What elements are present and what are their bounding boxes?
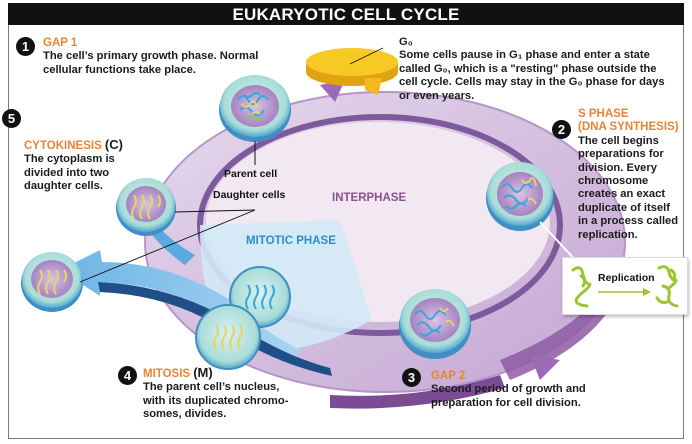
step-title: S PHASE	[578, 108, 629, 120]
step-text-line: The cell’s primary growth phase. Normal	[43, 50, 259, 63]
replication-inset: Replication	[562, 257, 688, 315]
mitotic-phase-label: MITOTIC PHASE	[246, 235, 336, 247]
step-subtitle: (DNA SYNTHESIS)	[578, 121, 679, 134]
step-s-phase: S PHASE (DNA SYNTHESIS) The cell begins …	[578, 108, 679, 242]
step-title: GAP 2	[431, 370, 466, 382]
g0-title: G₀	[399, 36, 413, 48]
daughter-cell-2	[21, 252, 83, 312]
g0-text-line: called G₀, which is a "resting" phase ou…	[399, 62, 657, 75]
step-badge-1: 1	[16, 37, 35, 56]
cell-mitosis	[195, 266, 291, 370]
step-cytokinesis: CYTOKINESIS (C) The cytoplasm is divided…	[24, 138, 123, 194]
step-title: MITOSIS	[143, 368, 191, 380]
step-text-line: somes, divides.	[143, 408, 227, 421]
replication-label: Replication	[598, 272, 655, 284]
step-text-line: daughter cells.	[24, 180, 103, 193]
cycle-arrow-icon	[530, 355, 560, 380]
interphase-label: INTERPHASE	[332, 192, 407, 204]
g0-text-line: or even years.	[399, 89, 475, 102]
daughter-cells-label: Daughter cells	[213, 189, 286, 201]
step-abbrev: (M)	[193, 365, 213, 380]
diagram-title: EUKARYOTIC CELL CYCLE	[8, 3, 684, 25]
step-text-line: replication.	[578, 228, 638, 241]
step-text-line: creates an exact	[578, 188, 666, 201]
g0-text-line: cell cycle. Cells may stay in the G₀ pha…	[399, 76, 665, 89]
step-badge-5: 5	[2, 109, 21, 128]
parent-cell-label: Parent cell	[224, 168, 278, 180]
step-gap1: GAP 1 The cell’s primary growth phase. N…	[43, 37, 258, 77]
step-text-line: The cell begins	[578, 134, 659, 147]
step-badge-4: 4	[118, 366, 137, 385]
g0-description: G₀ Some cells pause in G₁ phase and ente…	[399, 36, 665, 103]
step-abbrev: (C)	[104, 137, 123, 152]
step-text-line: preparations for	[578, 148, 664, 161]
step-text-line: with its duplicated chromo-	[143, 394, 289, 407]
step-text-line: The parent cell’s nucleus,	[143, 381, 280, 394]
step-text-line: The cytoplasm is	[24, 153, 115, 166]
g0-text-line: Some cells pause in G₁ phase and enter a…	[399, 49, 650, 62]
cell-gap2	[399, 289, 471, 359]
step-badge-3: 3	[402, 368, 421, 387]
step-text-line: divided into two	[24, 166, 110, 179]
step-text-line: Second period of growth and	[431, 383, 586, 396]
step-title: GAP 1	[43, 37, 78, 49]
cell-gap1	[219, 75, 291, 142]
step-text-line: duplicate of itself	[578, 201, 670, 214]
step-text-line: in a process called	[578, 215, 679, 228]
daughter-cell-1	[116, 178, 176, 236]
cycle-arrow-icon	[320, 80, 345, 102]
cell-s-phase	[486, 162, 554, 231]
step-mitosis: MITOSIS (M) The parent cell’s nucleus, w…	[143, 366, 288, 422]
step-title: CYTOKINESIS	[24, 140, 102, 152]
step-text-line: chromosome	[578, 175, 649, 188]
step-badge-2: 2	[552, 120, 571, 139]
step-text-line: division. Every	[578, 161, 657, 174]
replication-illustration	[571, 265, 679, 308]
step-text-line: cellular functions take place.	[43, 63, 196, 76]
dna-strand-icon	[571, 266, 592, 308]
step-text-line: preparation for cell division.	[431, 396, 581, 409]
g0-disk	[306, 47, 398, 95]
dna-strand-duplicated-icon	[657, 265, 679, 308]
step-gap2: GAP 2 Second period of growth and prepar…	[431, 370, 586, 410]
